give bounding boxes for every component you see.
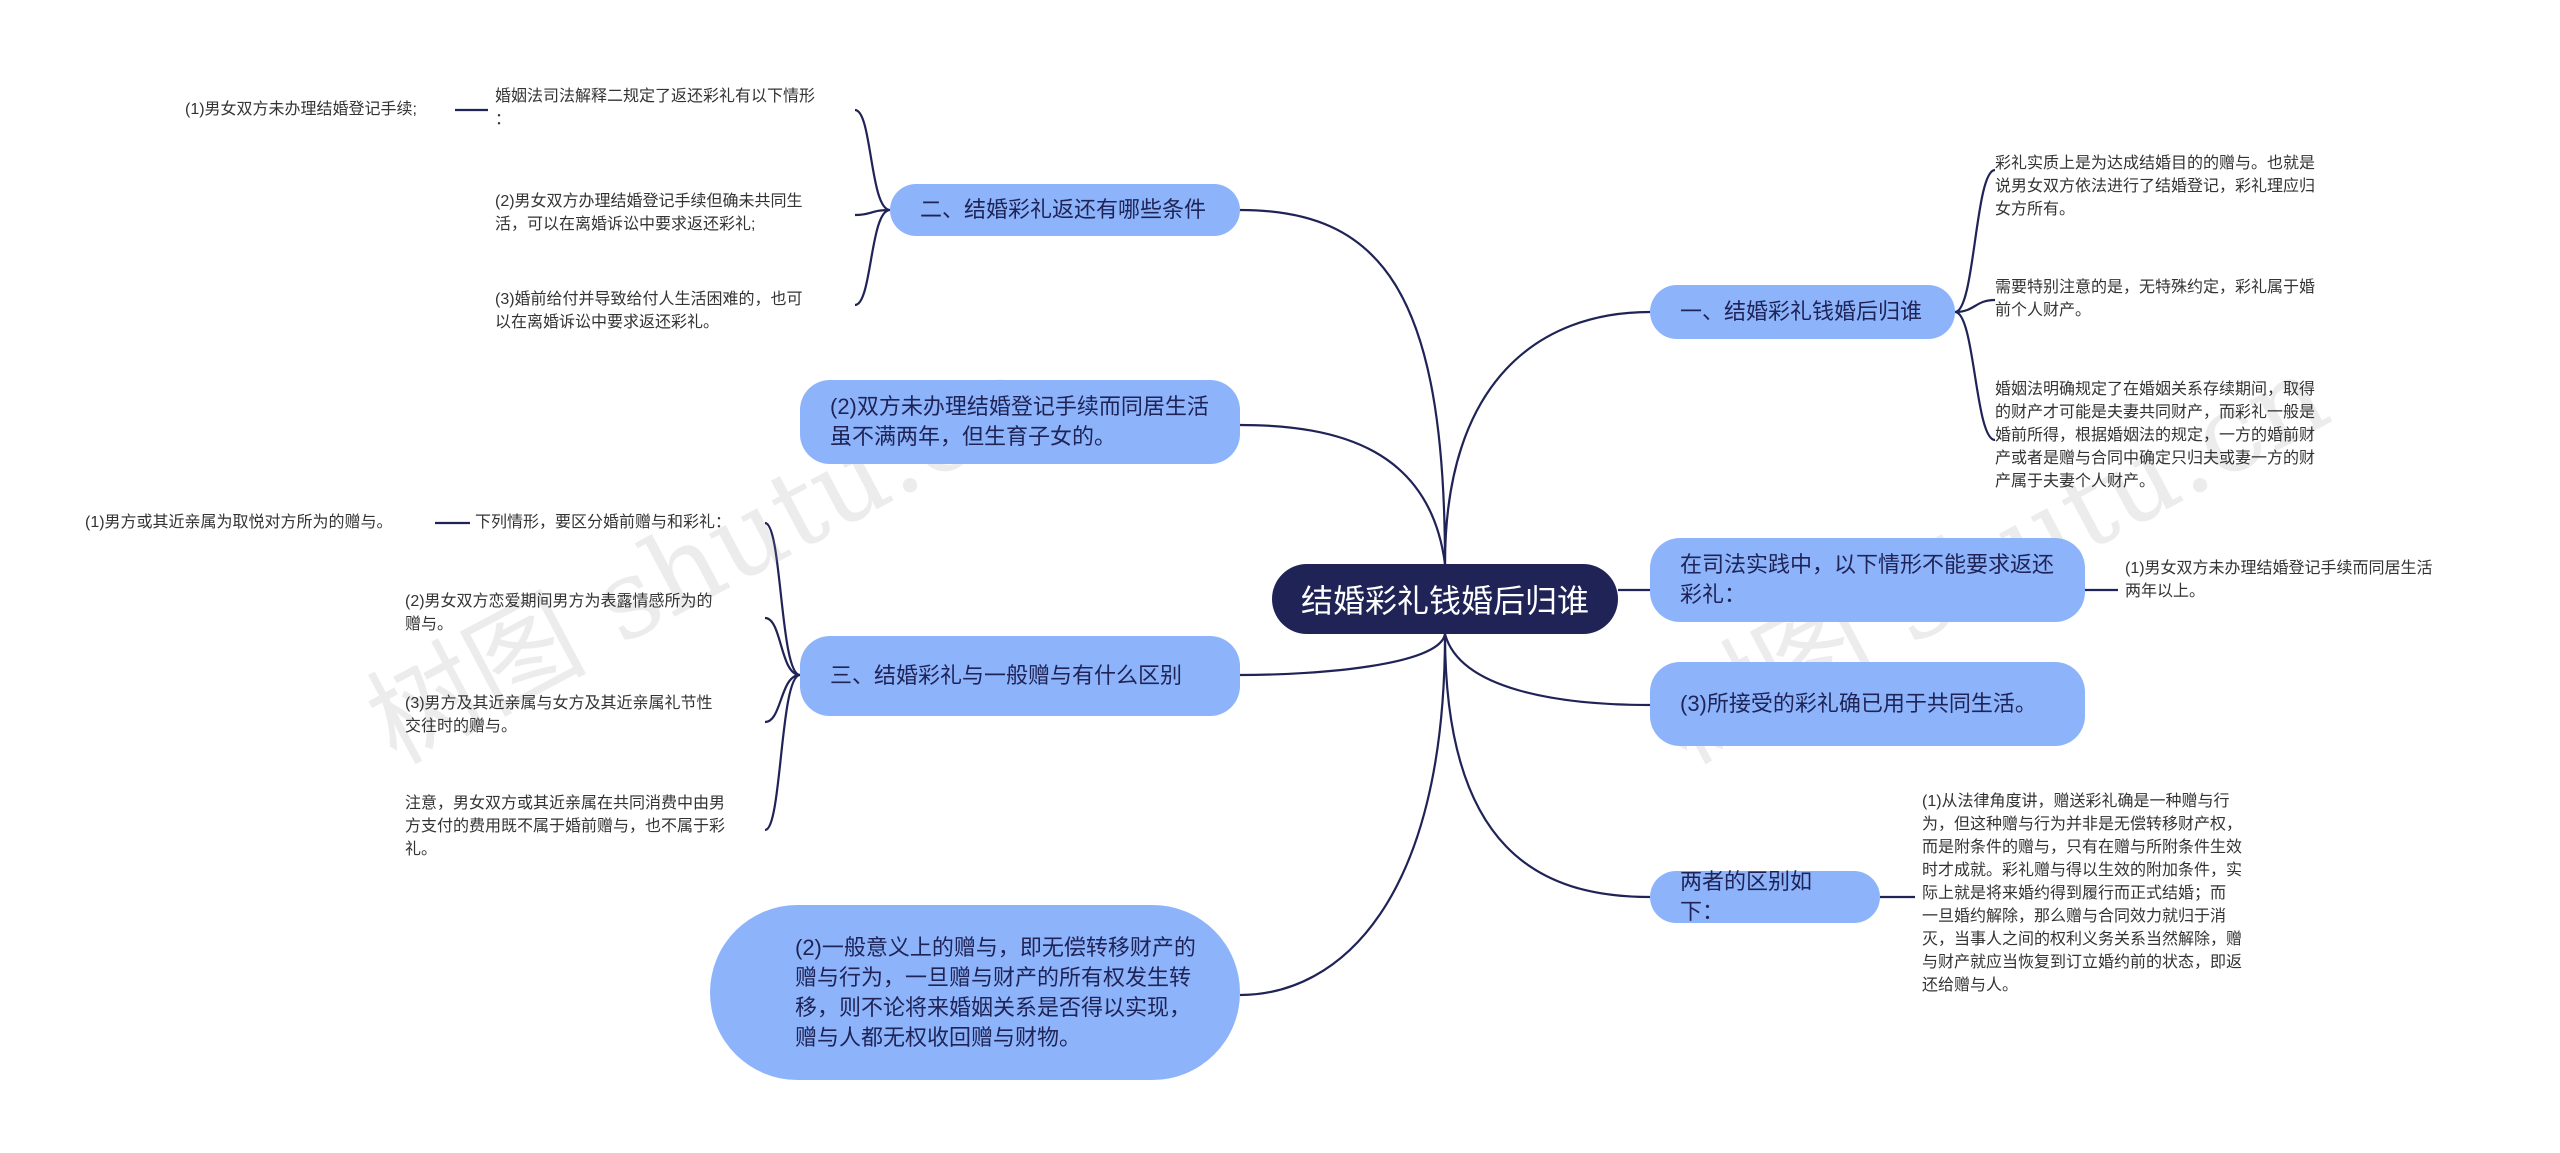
leaf-l3c: (3)男方及其近亲属与女方及其近亲属礼节性 交往时的赠与。 <box>405 695 713 735</box>
branch-l3[interactable]: 三、结婚彩礼与一般赠与有什么区别 <box>800 636 1240 716</box>
branch-r3[interactable]: (3)所接受的彩礼确已用于共同生活。 <box>1650 662 2085 746</box>
leaf-l3b: (2)男女双方恋爱期间男方为表露情感所为的 赠与。 <box>405 593 713 633</box>
link-root-r4 <box>1443 633 1651 899</box>
leaf-l1a1: (1)男女双方未办理结婚登记手续; <box>185 101 418 118</box>
leaf-r4a: (1)从法律角度讲，赠送彩礼确是一种赠与行 为，但这种赠与行为并非是无偿转移财产… <box>1922 793 2243 994</box>
leaf-l1c: (3)婚前给付并导致给付人生活困难的，也可 以在离婚诉讼中要求返还彩礼。 <box>495 291 803 331</box>
bracket-l3 <box>764 521 801 832</box>
leaf-l1a: 婚姻法司法解释二规定了返还彩礼有以下情形 ： <box>495 88 816 128</box>
link-root-r1 <box>1443 310 1651 565</box>
leaf-r2a: (1)男女双方未办理结婚登记手续而同居生活 两年以上。 <box>2125 560 2433 600</box>
branch-r2[interactable]: 在司法实践中，以下情形不能要求返还彩礼： <box>1650 538 2085 622</box>
leaf-l1b: (2)男女双方办理结婚登记手续但确未共同生 活，可以在离婚诉讼中要求返还彩礼; <box>495 193 803 233</box>
link-root-l2 <box>1239 423 1447 565</box>
link-root-l1 <box>1239 208 1447 565</box>
bracket-l1 <box>854 108 891 307</box>
bracket-r1 <box>1954 168 1996 442</box>
leaf-r1b: 需要特别注意的是，无特殊约定，彩礼属于婚 前个人财产。 <box>1995 279 2316 319</box>
link-root-l4 <box>1239 633 1447 997</box>
leaf-r1a: 彩礼实质上是为达成结婚目的的赠与。也就是 说男女双方依法进行了结婚登记，彩礼理应… <box>1995 155 2316 218</box>
link-root-r3 <box>1443 633 1651 707</box>
branch-r4[interactable]: 两者的区别如下： <box>1650 869 1880 924</box>
link-root-l3 <box>1239 633 1447 677</box>
leaf-l3a1: (1)男方或其近亲属为取悦对方所为的赠与。 <box>85 514 393 531</box>
branch-r1[interactable]: 一、结婚彩礼钱婚后归谁 <box>1650 285 1955 339</box>
branch-l1[interactable]: 二、结婚彩礼返还有哪些条件 <box>890 184 1240 236</box>
leaf-r1c: 婚姻法明确规定了在婚姻关系存续期间，取得 的财产才可能是夫妻共同财产，而彩礼一般… <box>1995 381 2316 490</box>
root-node[interactable]: 结婚彩礼钱婚后归谁 <box>1272 564 1618 634</box>
branch-l2[interactable]: (2)双方未办理结婚登记手续而同居生活虽不满两年，但生育子女的。 <box>800 380 1240 464</box>
leaf-l3a: 下列情形，要区分婚前赠与和彩礼： <box>475 514 732 531</box>
leaf-l3d: 注意，男女双方或其近亲属在共同消费中由男 方支付的费用既不属于婚前赠与，也不属于… <box>405 795 726 858</box>
branch-l4[interactable]: (2)一般意义上的赠与，即无偿转移财产的赠与行为，一旦赠与财产的所有权发生转移，… <box>710 905 1240 1080</box>
